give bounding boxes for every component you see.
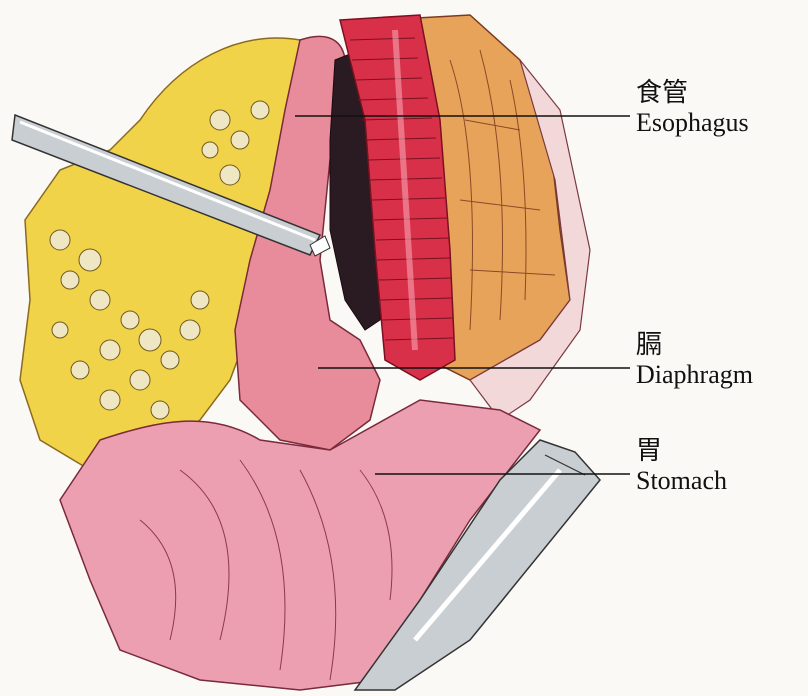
- label-diaphragm-zh: 膈: [636, 330, 663, 360]
- esophagus: [339, 14, 456, 381]
- label-diaphragm: 膈 Diaphragm: [636, 330, 753, 390]
- label-esophagus-zh: 食管: [636, 78, 689, 108]
- label-stomach-zh: 胃: [636, 436, 663, 466]
- probe-instrument: [11, 113, 331, 257]
- label-stomach-en: Stomach: [636, 466, 727, 495]
- stomach: [59, 399, 542, 691]
- retractor-instrument: [353, 439, 601, 691]
- fat-lobules: [49, 100, 270, 420]
- diaphragm-fibers: [449, 49, 556, 331]
- label-esophagus: 食管 Esophagus: [636, 78, 749, 138]
- stomach-folds: [139, 459, 393, 681]
- label-esophagus-en: Esophagus: [636, 108, 749, 137]
- esophagus-highlight: [392, 29, 418, 351]
- label-diaphragm-en: Diaphragm: [636, 360, 753, 389]
- label-stomach: 胃 Stomach: [636, 436, 727, 496]
